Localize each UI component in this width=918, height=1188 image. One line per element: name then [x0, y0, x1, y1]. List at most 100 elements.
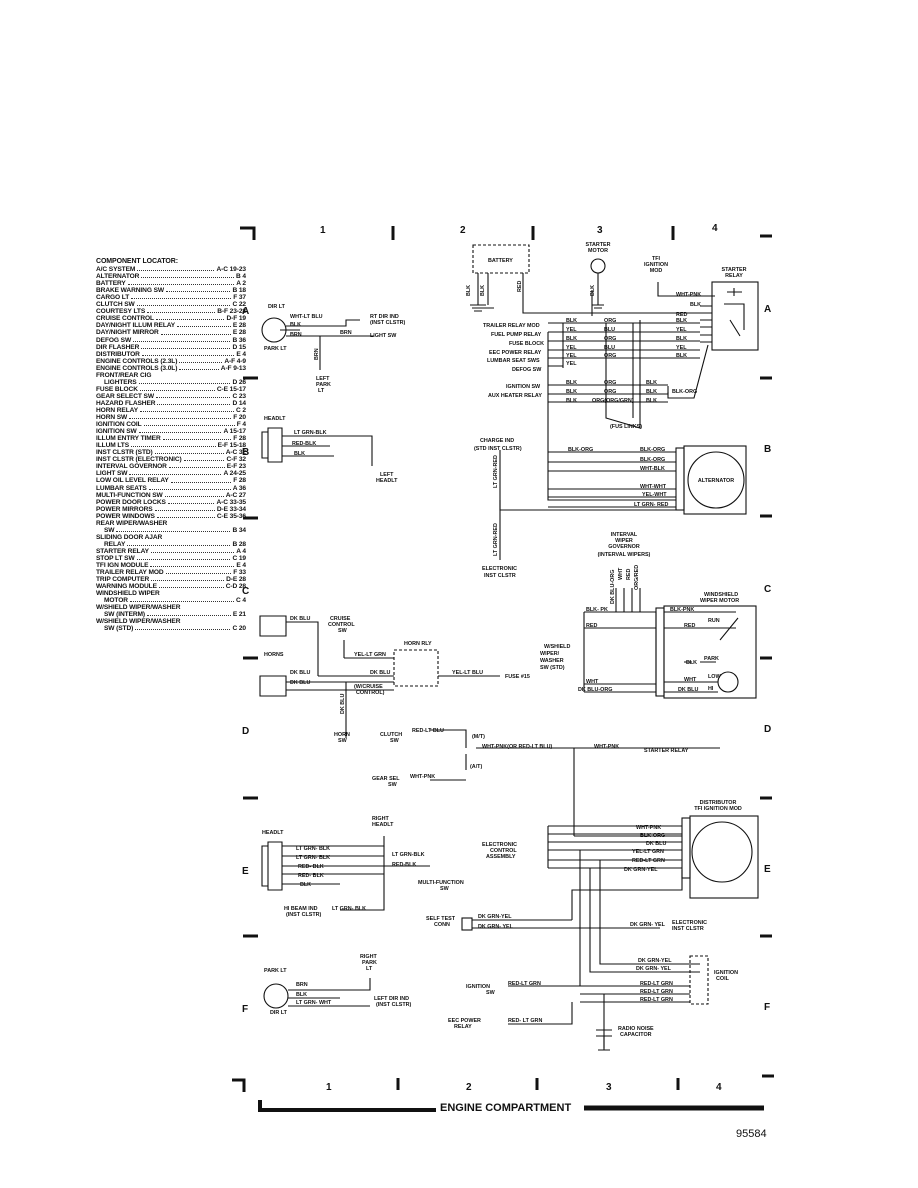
- locator-leader-dots: [129, 414, 232, 420]
- wire-dk-blu: DK BLU: [646, 841, 666, 847]
- dir-lt-label: DIR LT: [270, 1010, 288, 1016]
- locator-grid-ref: E 28: [232, 322, 246, 330]
- wire-org: ORG: [604, 380, 616, 386]
- locator-leader-dots: [143, 421, 235, 427]
- wire-red-lt-grn: RED-LT GRN: [508, 981, 541, 987]
- wire-wht-pnk: WHT-PNK: [410, 774, 435, 780]
- locator-leader-dots: [141, 344, 231, 349]
- interval-wiper-label: INTERVAL: [611, 532, 638, 538]
- lumbar-seat-sws-label: LUMBAR SEAT SWS: [487, 358, 540, 364]
- wire-blk: BLK: [466, 285, 472, 296]
- left-park-lt-label: PARK: [316, 382, 331, 388]
- wire-dk-blu: DK BLU: [290, 670, 310, 676]
- locator-leader-dots: [168, 463, 225, 469]
- locator-leader-dots: [166, 287, 231, 293]
- wiper-run-label: RUN: [708, 618, 720, 624]
- locator-grid-ref: E 21: [232, 611, 246, 619]
- locator-leader-dots: [138, 428, 222, 434]
- locator-leader-dots: [127, 280, 235, 286]
- col-label-bottom-4: 4: [716, 1082, 722, 1093]
- distributor-connector: [681, 817, 691, 879]
- eec-power-relay-label: EEC POWER RELAY: [489, 350, 542, 356]
- wire-lt-grn-wht: LT GRN- WHT: [296, 1000, 332, 1006]
- distributor: [691, 821, 753, 883]
- ignition-sw-label: SW: [486, 990, 496, 996]
- locator-leader-dots: [162, 435, 232, 441]
- locator-leader-dots: [116, 527, 231, 532]
- eca-label: CONTROL: [490, 848, 517, 854]
- locator-component-name: IGNITION SW: [96, 428, 137, 436]
- locator-leader-dots: [158, 583, 224, 589]
- wire-lt-grn-blk: LT GRN- BLK: [296, 855, 330, 861]
- locator-grid-ref: C 23: [232, 392, 246, 400]
- wire-wht-lt-blu: WHT-LT BLU: [290, 314, 323, 320]
- wire-red-blk: RED- BLK: [298, 873, 324, 879]
- locator-component-name: W/SHIELD WIPER/WASHER: [96, 618, 181, 626]
- locator-grid-ref: A-F 4-9: [224, 357, 246, 365]
- locator-component-name: FUSE BLOCK: [96, 385, 138, 393]
- wire-dk-blu: DK BLU: [290, 680, 310, 686]
- wire-dk-blu-org: DK BLU-ORG: [610, 570, 616, 604]
- wire-brn: BRN: [314, 348, 320, 360]
- right-headlt-label: RIGHT: [372, 816, 389, 822]
- self-test-conn-label: SELF TEST: [426, 916, 456, 922]
- cruise-control-sw-label: CRUISE: [330, 616, 351, 622]
- wire-dk-blu-org: DK BLU-ORG: [578, 687, 612, 693]
- starter-motor: [590, 258, 606, 274]
- wiper-motor-label: WIPER MOTOR: [700, 598, 739, 604]
- left-dir-ind-label: (INST CLSTR): [376, 1002, 412, 1008]
- headlt-label: HEADLT: [262, 830, 284, 836]
- right-headlamp: [261, 841, 283, 891]
- locator-grid-ref: B 4: [236, 273, 246, 281]
- locator-leader-dots: [156, 513, 215, 518]
- locator-leader-dots: [136, 301, 231, 307]
- locator-leader-dots: [135, 625, 231, 631]
- cruise-control-sw-label: SW: [338, 628, 348, 634]
- locator-component-name: CRUISE CONTROL: [96, 315, 154, 323]
- locator-component-name: TRIP COMPUTER: [96, 576, 150, 584]
- wire-red-lt-grn: RED-LT GRN: [632, 858, 665, 864]
- locator-grid-ref: A-C 19-23: [216, 266, 246, 274]
- wire-dk-grn-yel: DK GRN-YEL: [624, 867, 658, 873]
- radio-noise-capacitor-label: RADIO NOISE: [618, 1026, 654, 1032]
- locator-grid-ref: A 4: [236, 547, 246, 555]
- wire-red-blk: RED- BLK: [298, 864, 324, 870]
- left-park-lt-label: LT: [318, 388, 325, 394]
- locator-leader-dots: [151, 576, 225, 582]
- w-cruise-control-label: (W/CRUISE: [354, 684, 383, 690]
- wire-blk: BLK: [690, 302, 701, 308]
- wire-brn: BRN: [296, 982, 308, 988]
- horn-lower: [259, 675, 287, 697]
- locator-component-name: COURTESY LTS: [96, 308, 146, 316]
- wire-red-lt-grn: RED- LT GRN: [508, 1018, 542, 1024]
- locator-row: REAR WIPER/WASHER: [96, 520, 246, 527]
- locator-leader-dots: [179, 365, 219, 370]
- locator-grid-ref: D 26: [232, 378, 246, 386]
- row-label-left-d: D: [242, 726, 249, 737]
- locator-leader-dots: [141, 273, 235, 279]
- row-label-left-e: E: [242, 866, 249, 877]
- wire-yel: YEL: [566, 361, 577, 367]
- wire-yel: YEL: [676, 345, 687, 351]
- locator-component-name: STOP LT SW: [96, 554, 135, 562]
- col-label-bottom-1: 1: [326, 1082, 332, 1093]
- locator-grid-ref: C 4: [236, 597, 246, 605]
- park-lt-label: PARK LT: [264, 968, 287, 974]
- electronic-inst-clstr-label: ELECTRONIC: [482, 566, 517, 572]
- dir-lt-label: DIR LT: [268, 304, 286, 310]
- locator-grid-ref: E 4: [236, 562, 246, 570]
- wire-yel: YEL: [566, 327, 577, 333]
- wire-org: ORG: [604, 336, 616, 342]
- eec-power-relay-label: RELAY: [454, 1024, 472, 1030]
- locator-component-name: INST CLSTR (STD): [96, 449, 153, 457]
